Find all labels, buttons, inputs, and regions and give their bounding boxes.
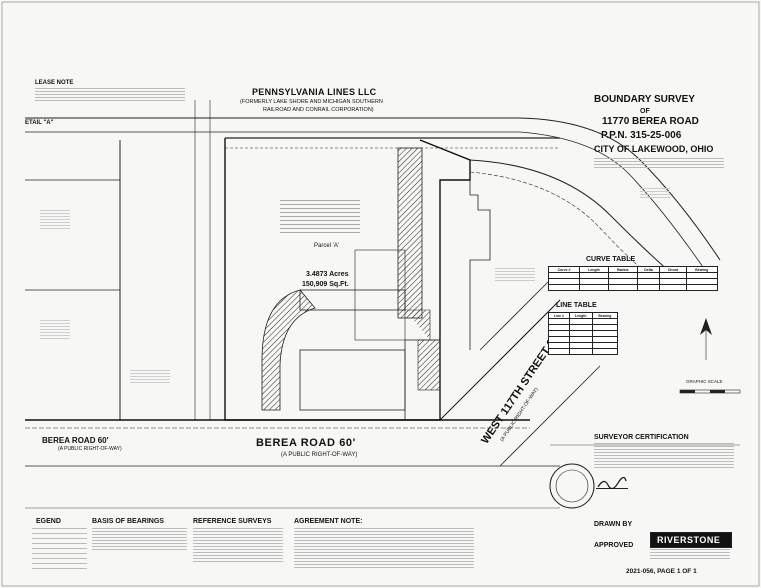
berea-road-main-label: BEREA ROAD 60' xyxy=(256,437,356,449)
annotation-block xyxy=(40,210,70,230)
firm-name: RIVERSTONE xyxy=(657,535,721,545)
sheet-id: 2021-056, PAGE 1 OF 1 xyxy=(626,568,697,575)
surveyor-cert-heading: SURVEYOR CERTIFICATION xyxy=(594,434,689,441)
title-description-text xyxy=(594,158,724,170)
berea-road-left-label: BEREA ROAD 60' xyxy=(42,436,109,445)
firm-address-text xyxy=(650,549,730,559)
table-row xyxy=(548,348,619,355)
curve-table: Curve # Length Radius Delta Chord Bearin… xyxy=(547,266,718,291)
title-line-4: P.P.N. 315-25-006 xyxy=(601,130,682,141)
title-line-5: CITY OF LAKEWOOD, OHIO xyxy=(594,144,714,154)
line-table: Line # Length Bearing xyxy=(548,312,619,355)
curve-table-heading: CURVE TABLE xyxy=(586,256,636,263)
drawn-by-label: DRAWN BY xyxy=(594,521,633,528)
basis-text xyxy=(92,528,187,552)
title-line-2: OF xyxy=(640,108,650,115)
railroad-former-1: (FORMERLY LAKE SHORE AND MICHIGAN SOUTHE… xyxy=(240,99,383,105)
railroad-former-2: RAILROAD AND CONRAIL CORPORATION) xyxy=(263,107,374,113)
parcel-note-text xyxy=(280,200,360,234)
lease-note-text xyxy=(35,88,185,102)
parcel-sqft: 150,909 Sq.Ft. xyxy=(302,281,349,288)
surveyor-signature xyxy=(596,476,628,490)
railroad-name: PENNSYLVANIA LINES LLC xyxy=(252,87,377,97)
legend-items xyxy=(32,528,87,570)
berea-road-left-sub: (A PUBLIC RIGHT-OF-WAY) xyxy=(58,446,122,452)
parcel-label: Parcel 'A' xyxy=(314,243,339,249)
firm-logo: RIVERSTONE xyxy=(650,532,732,548)
annotation-block xyxy=(40,320,70,340)
line-table-heading: LINE TABLE xyxy=(556,302,597,309)
approved-label: APPROVED xyxy=(594,542,634,549)
surveyor-cert-text xyxy=(594,443,734,469)
lease-note-heading: LEASE NOTE xyxy=(35,80,74,86)
agreement-heading: AGREEMENT NOTE: xyxy=(294,518,363,525)
title-line-1: BOUNDARY SURVEY xyxy=(594,94,695,105)
legend-heading: EGEND xyxy=(36,518,61,525)
parcel-acres: 3.4873 Acres xyxy=(306,271,349,278)
annotation-block xyxy=(640,188,670,200)
basis-heading: BASIS OF BEARINGS xyxy=(92,518,164,525)
graphic-scale-heading: GRAPHIC SCALE xyxy=(686,379,723,384)
annotation-block xyxy=(495,268,535,282)
detail-a-heading: ETAIL "A" xyxy=(25,120,54,126)
table-row xyxy=(547,284,718,291)
title-line-3: 11770 BEREA ROAD xyxy=(602,116,699,127)
reference-text xyxy=(193,528,283,562)
annotation-block xyxy=(130,370,170,384)
reference-heading: REFERENCE SURVEYS xyxy=(193,518,272,525)
berea-road-main-sub: (A PUBLIC RIGHT-OF-WAY) xyxy=(281,452,358,458)
agreement-text xyxy=(294,528,474,568)
